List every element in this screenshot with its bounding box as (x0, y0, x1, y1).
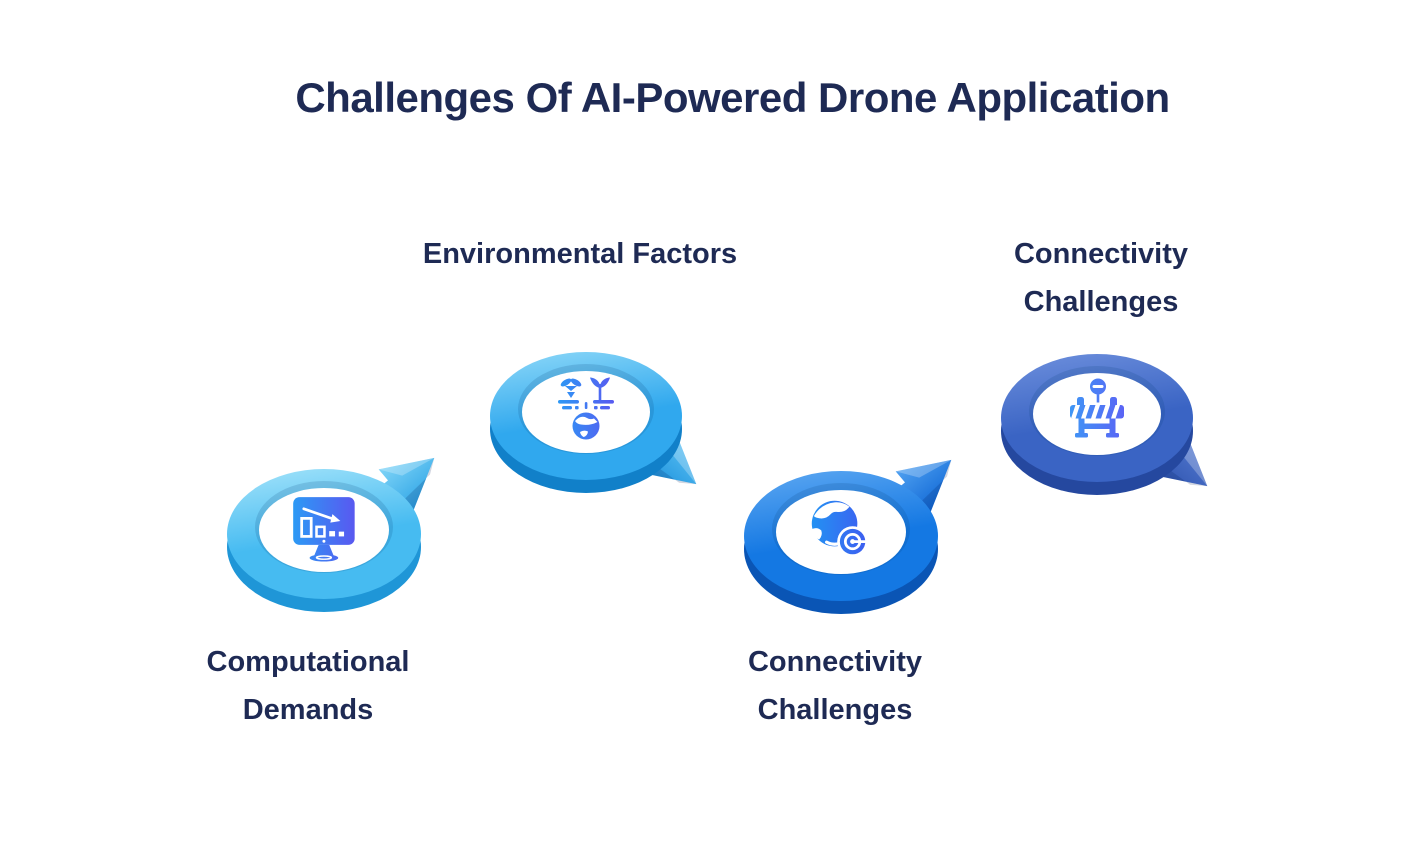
cycle-arrow-svg (1001, 354, 1208, 495)
declining-chart-monitor-icon (293, 497, 355, 562)
label-connectivity-challenges-globe: Connectivity Challenges (747, 646, 923, 726)
cycle-arrow-svg (744, 459, 952, 614)
page-title: Challenges Of AI-Powered Drone Applicati… (295, 74, 1170, 121)
label-computational-demands: Computational Demands (206, 646, 410, 726)
cycle-arrow-svg (227, 457, 435, 612)
ring-inner-face (522, 371, 650, 453)
label-connectivity-challenges-barrier: Connectivity Challenges (1013, 238, 1189, 318)
cycle-arrow-connectivity-globe (735, 452, 965, 624)
cycle-arrow-svg (490, 352, 697, 493)
cycle-arrow-environmental-factors (482, 340, 712, 505)
roadblock-barrier-icon (1070, 378, 1124, 438)
cycle-arrow-computational-demands (218, 450, 448, 622)
cycle-arrow-connectivity-barrier (993, 342, 1223, 507)
globe-target-icon (811, 500, 873, 557)
label-environmental-factors: Environmental Factors (422, 238, 738, 270)
bee-plant-globe-environment-icon (558, 377, 614, 440)
